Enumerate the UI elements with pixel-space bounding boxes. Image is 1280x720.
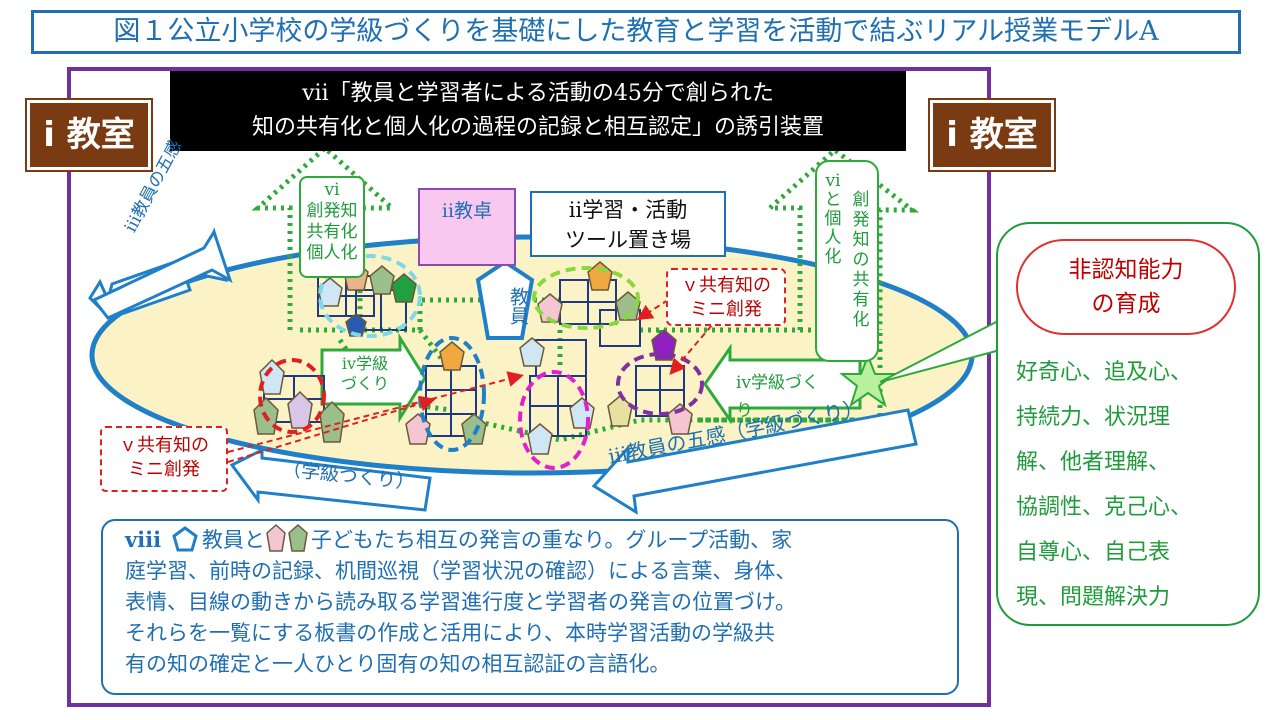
- vi-right-char: 創: [852, 190, 870, 210]
- classroom-label-left: ⅰ 教室: [25, 98, 153, 172]
- v-left-line1: ｖ共有知の: [119, 435, 209, 456]
- v-arrows: [227, 299, 719, 463]
- viii-part2: 子どもたち相互の発言の重なり。グループ活動、家: [310, 528, 793, 552]
- vi-right-char: 発: [852, 210, 870, 230]
- viii-description: ⅷ 教員と 子どもたち相互の発言の重なり。グループ活動、家 庭学習、前時の記録、机…: [101, 519, 959, 695]
- teacher-pentagon: [475, 259, 535, 340]
- skill-line: 協調性、克己心、: [1016, 495, 1193, 520]
- skill-line: 持続力、状況理: [1016, 405, 1171, 430]
- vi-right-char: 個: [824, 209, 842, 229]
- teacher-pentagon-icon: [172, 526, 198, 552]
- skill-line: 現、問題解決力: [1016, 585, 1171, 610]
- student-pentagons-icon: [266, 523, 308, 552]
- v-top-box: ｖ共有知の ミニ創発: [666, 268, 786, 326]
- vi-right-col2: 創 発 知 の 共 有 化: [847, 190, 875, 330]
- vi-right-char: 知: [852, 230, 870, 250]
- iv-left-label: ⅳ学級 づくり: [330, 354, 400, 394]
- star-icon: [839, 353, 897, 408]
- viii-line: 表情、目線の動きから読み取る学習進行度と学習者の発言の位置づけ。: [125, 590, 796, 614]
- v-left-box: ｖ共有知の ミニ創発: [100, 426, 228, 492]
- vii-line2: 知の共有化と個人化の過程の記録と相互認定」の誘引装置: [251, 115, 824, 140]
- tool-storage-line1: ⅱ学習・活動: [568, 198, 688, 222]
- vi-right-char: 共: [852, 270, 870, 290]
- vii-line1: ⅶ「教員と学習者による活動の45分で創られた: [302, 81, 774, 106]
- viii-line: それらを一覧にする板書の作成と活用により、本時学習活動の学級共: [125, 621, 775, 645]
- teacher-desk-label: ⅱ教卓: [441, 200, 493, 222]
- teacher-label: 教員: [507, 287, 529, 325]
- vi-left-line3: 共有化: [306, 222, 358, 242]
- vi-left-line1: ⅵ: [324, 180, 340, 200]
- v-left-line2: ミニ創発: [128, 459, 200, 480]
- iv-right-label: ⅳ学級づく: [736, 373, 820, 393]
- v-top-line2: ミニ創発: [690, 299, 762, 320]
- vii-recording-device: ⅶ「教員と学習者による活動の45分で創られた 知の共有化と個人化の過程の記録と相…: [170, 71, 906, 151]
- noncognitive-heading: 非認知能力 の育成: [1016, 239, 1236, 335]
- tool-storage-line2: ツール置き場: [565, 228, 691, 252]
- iv-right-arrow: [703, 343, 862, 425]
- iv-right-label-tail: り: [736, 401, 753, 421]
- noncognitive-line2: の育成: [1091, 291, 1161, 317]
- vi-right-char: 化: [852, 310, 870, 330]
- vi-left-line4: 個人化: [306, 243, 358, 263]
- vi-left-arrow-outline: [251, 144, 399, 330]
- noncognitive-line1: 非認知能力: [1068, 257, 1184, 283]
- skill-line: 解、他者理解、: [1016, 450, 1171, 475]
- figure-title: 図１公立小学校の学級づくりを基礎にした教育と学習を活動で結ぶリアル授業モデルA: [31, 10, 1241, 54]
- student-pentagons: [253, 261, 693, 455]
- teacher-desk: ⅱ教卓: [418, 188, 516, 266]
- model-frame: [67, 67, 991, 707]
- iv-left-line2: づくり: [340, 374, 389, 393]
- vi-left-box: ⅵ 創発知 共有化 個人化: [299, 176, 365, 278]
- iii-bottom-right-arrow: [591, 408, 918, 515]
- viii-line: 庭学習、前時の記録、机間巡視（学習状況の確認）による言葉、身体、: [125, 559, 797, 583]
- vi-right-char: の: [852, 250, 870, 270]
- skills-list: 好奇心、追及心、 持続力、状況理 解、他者理解、 協調性、克己心、 自尊心、自己…: [1016, 350, 1244, 620]
- viii-line: 有の知の確定と一人ひとり固有の知の相互認証の言語化。: [125, 652, 671, 676]
- tool-storage: ⅱ学習・活動 ツール置き場: [530, 191, 726, 257]
- skill-line: 好奇心、追及心、: [1016, 360, 1193, 385]
- iv-left-line1: ⅳ学級: [341, 354, 389, 373]
- vi-right-arrow-outline: [763, 146, 920, 330]
- group-circles: [258, 254, 704, 470]
- vi-left-line2: 創発知: [306, 201, 358, 221]
- viii-part1: 教員と: [201, 528, 265, 552]
- vi-right-char: ⅵ: [825, 171, 841, 191]
- vi-right-char: 有: [852, 290, 870, 310]
- vi-right-char: 人: [824, 228, 842, 248]
- vi-right-char: と: [824, 190, 842, 210]
- vi-right-box: ⅵ と 個 人 化 創 発 知 の 共 有 化: [815, 160, 879, 362]
- v-top-line1: ｖ共有知の: [681, 275, 771, 296]
- classroom-label-right: ⅰ 教室: [928, 98, 1056, 172]
- skill-line: 自尊心、自己表: [1016, 540, 1171, 565]
- viii-first-line: ⅷ 教員と 子どもたち相互の発言の重なり。グループ活動、家: [125, 523, 945, 556]
- viii-prefix: ⅷ: [125, 527, 162, 552]
- vi-right-char: 化: [824, 247, 842, 267]
- vi-right-col1: ⅵ と 個 人 化: [819, 172, 847, 267]
- callout-pointer: [879, 319, 1001, 383]
